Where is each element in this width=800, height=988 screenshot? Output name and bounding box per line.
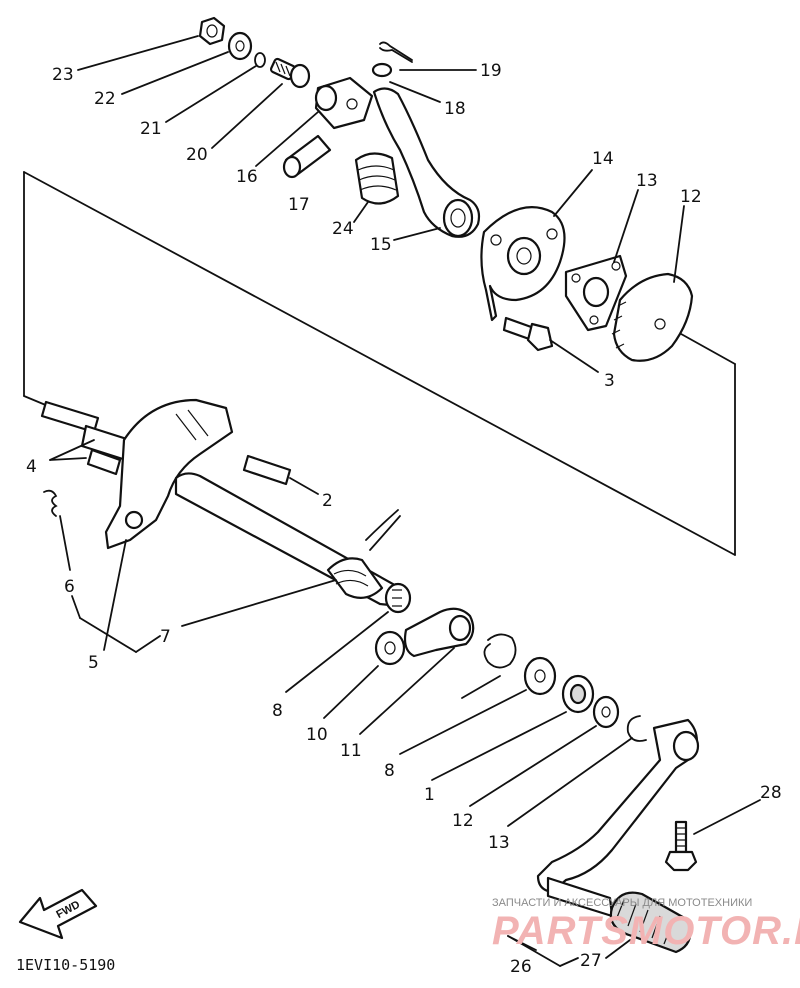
callout-23: 22 [94,89,116,109]
cotter-pin-20 [379,41,413,63]
stopper-plate-15 [480,205,566,322]
callout-8-lower: 8 [384,761,395,781]
washer-19 [371,62,393,78]
callout-7: 7 [160,627,171,647]
drawing-code: 1EVI10-5190 [16,956,115,974]
main-shaft-7 [174,472,412,614]
segment-plate-14 [564,254,628,332]
shift-pedal-26 [536,718,700,918]
callout-4: 4 [26,457,37,477]
washer-23 [227,31,253,61]
watermark: ЗАПЧАСТИ И АКСЕССУАРЫ ДЛЯ МОТОТЕХНИКИ PA… [492,897,800,953]
fwd-arrow-icon: FWD [18,888,98,940]
callout-18: 17 [288,195,310,215]
callout-9: 10 [306,725,328,745]
pin-2 [242,454,292,486]
bolt-28 [664,820,698,872]
circlip-12 [626,715,647,742]
shift-shaft-rod-4 [40,400,132,476]
spring-25 [354,152,400,205]
spring-6 [43,489,58,517]
washer-11 [592,695,620,729]
callout-22: 21 [140,119,162,139]
torsion-spring [461,633,517,699]
callout-17: 16 [236,167,258,187]
joint-housing-17 [314,76,374,130]
callout-3: 3 [604,371,615,391]
nut-24 [198,16,226,46]
callout-19: 18 [444,99,466,119]
callout-24: 23 [52,65,74,85]
pedal-rubber-27 [609,891,692,954]
washer-8 [523,656,557,696]
callout-25: 24 [332,219,354,239]
callout-12: 13 [488,833,510,853]
callout-28: 28 [760,783,782,803]
callout-1: 1 [424,785,435,805]
oil-seal-1 [561,674,595,714]
callout-20: 19 [480,61,502,81]
watermark-tagline: ЗАПЧАСТИ И АКСЕССУАРЫ ДЛЯ МОТОТЕХНИКИ [492,897,752,909]
assembly-frame-lines [23,171,736,556]
callout-21: 20 [186,145,208,165]
shift-lever-5 [104,398,234,550]
pin-18 [282,134,332,179]
callout-27: 27 [580,951,602,971]
callout-13: 12 [680,187,702,207]
callout-2: 2 [322,491,333,511]
segment-13 [611,272,694,362]
washer-9 [374,630,406,666]
lever-10 [403,607,475,658]
callout-labels: 23 22 21 20 16 17 24 15 19 18 14 13 12 3… [26,61,782,977]
callout-5: 5 [88,653,99,673]
spring-washer-22 [254,52,266,68]
callout-16: 15 [370,235,392,255]
shift-arm-16 [372,87,481,238]
callout-26: 26 [510,957,532,977]
callout-10: 11 [340,741,362,761]
callout-11: 12 [452,811,474,831]
ball-joint-21 [269,57,311,89]
callout-14: 13 [636,171,658,191]
leader-lines [49,35,761,967]
callout-6: 6 [64,577,75,597]
watermark-brand: PARTSMOTOR.RU [492,909,800,953]
callout-8-upper: 8 [272,701,283,721]
bolt-3 [502,316,554,352]
callout-15: 14 [592,149,614,169]
